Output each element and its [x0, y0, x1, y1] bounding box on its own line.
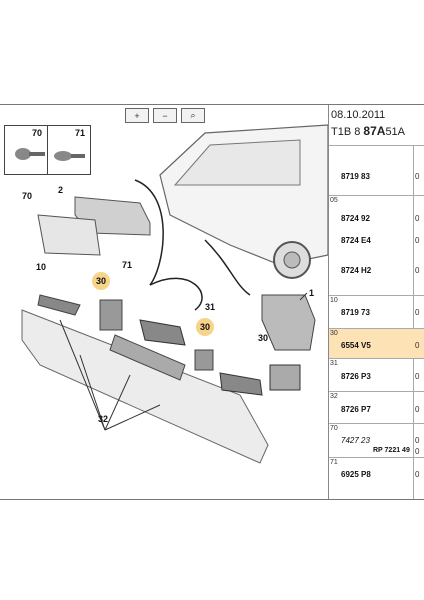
label-30: 30 — [258, 333, 269, 343]
label-1: 1 — [309, 288, 315, 298]
label-71: 71 — [122, 260, 133, 270]
diagram-toolbar: + − ⌕ — [125, 108, 205, 123]
label-70: 70 — [32, 128, 43, 138]
part-row[interactable]: 32 8726 P7 0 — [329, 391, 424, 424]
label-71: 71 — [75, 128, 86, 138]
zoom-in-icon[interactable]: + — [125, 108, 149, 123]
catalog-code: T1B 8 87A51A — [331, 124, 406, 138]
catalog-date: 08.10.2011 — [331, 109, 386, 121]
label-32: 32 — [98, 414, 109, 424]
diagram-drawing — [21, 124, 328, 464]
part-row[interactable]: 05 8724 92 0 8724 E4 0 8724 H2 0 — [329, 195, 424, 296]
parts-list-panel: 08.10.2011 T1B 8 87A51A 8719 83 0 05 872… — [329, 105, 424, 499]
label-30: 30 — [196, 318, 214, 336]
part-row[interactable]: 8719 83 0 — [329, 145, 424, 196]
label-2: 2 — [58, 185, 64, 195]
zoom-out-icon[interactable]: − — [153, 108, 177, 123]
fastener-inset: 70 71 — [4, 125, 91, 175]
part-row[interactable]: 70 7427 23 0 RP 7221 49 0 — [329, 423, 424, 458]
part-row[interactable]: 71 6925 P8 0 — [329, 457, 424, 500]
part-row[interactable]: 31 8726 P3 0 — [329, 358, 424, 392]
label-10: 10 — [36, 262, 47, 272]
exploded-diagram: + − ⌕ 70 71 — [0, 105, 329, 499]
part-row-selected[interactable]: 30 6554 V5 0 — [329, 328, 424, 359]
label-30: 30 — [92, 272, 110, 290]
search-zoom-icon[interactable]: ⌕ — [181, 108, 205, 123]
label-70: 70 — [22, 191, 33, 201]
label-31: 31 — [205, 302, 216, 312]
parts-catalog-frame: + − ⌕ 70 71 — [0, 104, 424, 500]
part-row[interactable]: 10 8719 73 0 — [329, 295, 424, 329]
